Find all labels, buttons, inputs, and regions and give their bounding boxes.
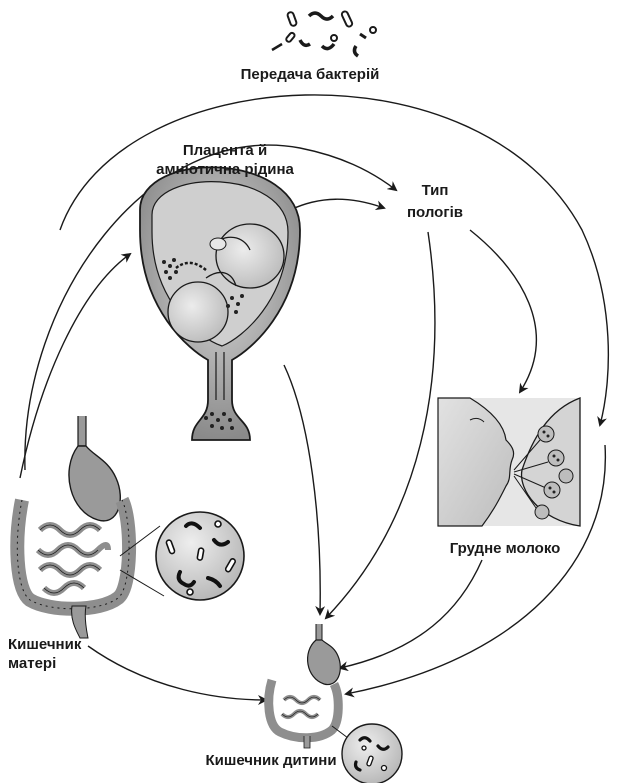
label-maternal-gut-line1: Кишечник [8, 636, 88, 654]
arrow-placenta-to-delivery [290, 199, 384, 210]
label-infant-gut: Кишечник дитини [196, 752, 346, 770]
arrow-uterus-to-infant [284, 365, 320, 614]
arrow-maternal-to-infant-gut [88, 646, 266, 700]
label-placenta-line1: Плацента й [140, 142, 310, 160]
label-breast-milk: Грудне молоко [430, 540, 580, 558]
infant-gut-lens [342, 724, 402, 783]
label-delivery-line1: Тип [395, 182, 475, 200]
arrow-maternal-to-placenta [20, 254, 130, 478]
arrow-delivery-to-infant [326, 232, 435, 618]
maternal-gut-lens [156, 512, 244, 600]
label-placenta-line2: амніотична рідина [140, 161, 310, 179]
label-maternal-gut-line2: матері [8, 655, 88, 673]
title-bacterial-transmission: Передача бактерій [210, 66, 410, 84]
label-delivery-line2: пологів [395, 204, 475, 222]
maternal-gut-illustration [17, 416, 164, 638]
bacteria-cluster-top [272, 10, 376, 56]
uterus-illustration [140, 167, 300, 440]
breastfeeding-illustration [438, 398, 580, 526]
arrow-delivery-to-breast [470, 230, 536, 392]
infant-gut-illustration [269, 624, 348, 748]
